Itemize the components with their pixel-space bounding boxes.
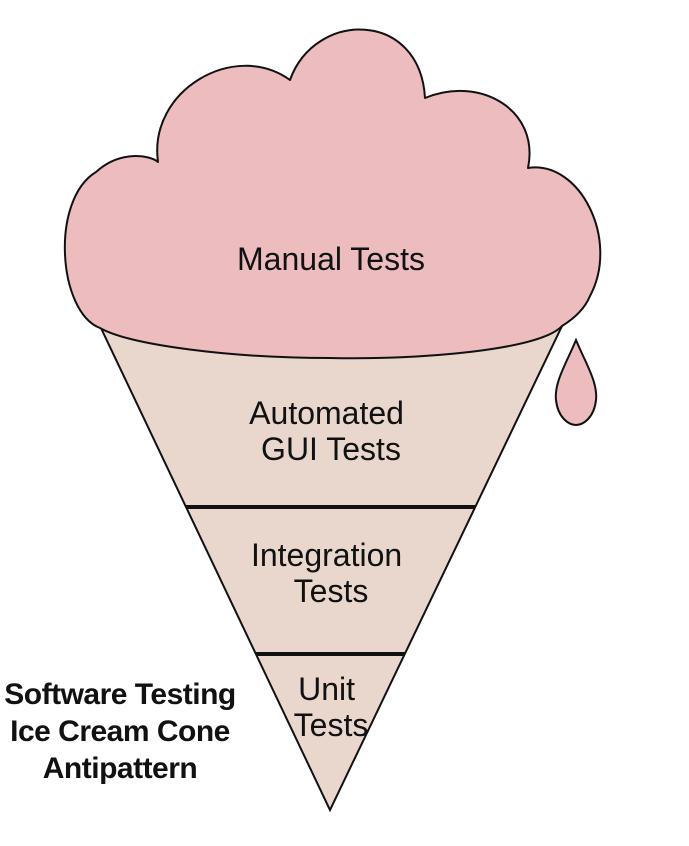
diagram-caption: Software Testing Ice Cream Cone Antipatt… bbox=[0, 676, 240, 787]
ice-cream-scoop bbox=[63, 28, 602, 360]
integration-tests-line-1: Integration bbox=[251, 537, 402, 573]
caption-line-3: Antipattern bbox=[42, 752, 198, 785]
automated-gui-tests-line-1: Automated bbox=[249, 395, 404, 431]
automated-gui-tests-line-2: GUI Tests bbox=[261, 431, 401, 467]
unit-tests-label: Unit Tests bbox=[294, 671, 369, 743]
integration-tests-label: Integration Tests bbox=[251, 537, 411, 609]
caption-line-1: Software Testing bbox=[4, 678, 236, 711]
manual-tests-label: Manual Tests bbox=[237, 241, 425, 277]
integration-tests-line-2: Tests bbox=[294, 573, 369, 609]
caption-line-2: Ice Cream Cone bbox=[10, 715, 230, 748]
automated-gui-tests-label: Automated GUI Tests bbox=[249, 395, 413, 467]
manual-tests-line-1: Manual Tests bbox=[237, 241, 425, 277]
unit-tests-line-1: Unit bbox=[298, 671, 355, 707]
unit-tests-line-2: Tests bbox=[294, 707, 369, 743]
drip-drop bbox=[554, 337, 598, 427]
